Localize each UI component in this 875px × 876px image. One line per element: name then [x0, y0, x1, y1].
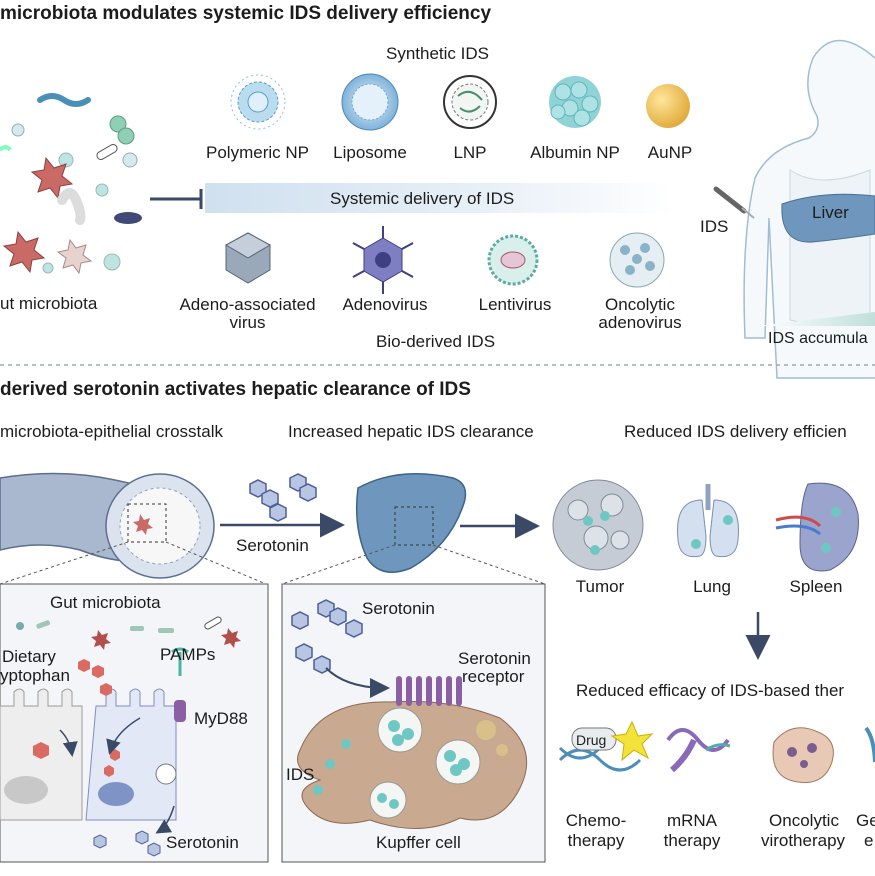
therapy-gene-2: e	[864, 831, 874, 850]
gutbox-myd88-label: MyD88	[194, 709, 248, 728]
organ-label-spleen: Spleen	[789, 577, 843, 596]
increased-clearance-heading: Increased hepatic IDS clearance	[288, 422, 534, 441]
aunp-icon	[646, 84, 690, 128]
bio-derived-ids-heading: Bio-derived IDS	[376, 332, 496, 351]
human-body-illustration	[713, 39, 875, 379]
synthetic-label-liposome: Liposome	[333, 143, 407, 162]
gene-therapy-icon-partial	[864, 726, 875, 763]
bio-label-oncolytic-2: adenovirus	[598, 313, 682, 332]
synthetic-label-albumin: Albumin NP	[530, 143, 620, 162]
ids-accumulation-wedge	[758, 312, 875, 326]
synthetic-label-aunp: AuNP	[647, 143, 693, 162]
zoom-lines	[0, 541, 546, 585]
serotonin-molecules	[249, 473, 317, 522]
reduced-efficacy-heading: Reduced efficacy of IDS-based ther	[576, 681, 845, 700]
intestine-illustration	[0, 472, 215, 579]
receptor-label-1: Serotonin	[458, 649, 531, 668]
serotonin-arrow-label: Serotonin	[236, 536, 309, 555]
gutbox-dietary-label: Dietary	[2, 647, 56, 666]
gutbox-microbiota-label: Gut microbiota	[50, 593, 161, 612]
polymeric-np-icon	[230, 74, 286, 130]
chemotherapy-icon	[558, 720, 654, 772]
mrna-therapy-icon	[666, 728, 731, 773]
synthetic-ids-heading: Synthetic IDS	[386, 44, 489, 63]
systemic-delivery-band	[150, 183, 675, 213]
synthetic-label-lnp: LNP	[453, 143, 487, 162]
panel-a-title: microbiota modulates systemic IDS delive…	[0, 3, 492, 24]
bio-label-aav-1: Adeno-associated	[179, 295, 316, 314]
liposome-icon	[341, 73, 399, 131]
ids-accumulation-label: IDS accumula	[768, 330, 868, 347]
liver-illustration	[355, 473, 467, 573]
drug-label: Drug	[576, 732, 607, 748]
receptor-label-2: receptor	[462, 667, 525, 686]
gutbox-tryptophan-label: yptophan	[0, 666, 70, 685]
panel-b-title: derived serotonin activates hepatic clea…	[0, 379, 471, 400]
organ-label-lung: Lung	[693, 577, 731, 596]
therapy-mrna-2: therapy	[663, 831, 721, 850]
lung-illustration	[677, 484, 739, 558]
reduced-delivery-heading: Reduced IDS delivery efficien	[624, 422, 847, 441]
therapy-onco-1: Oncolytic	[769, 811, 839, 830]
therapy-mrna-1: mRNA	[666, 811, 718, 830]
therapy-chemo-1: Chemo-	[565, 811, 627, 830]
therapy-onco-2: virotherapy	[760, 831, 846, 850]
bio-label-oncolytic-1: Oncolytic	[605, 295, 675, 314]
therapy-gene-1: Ge	[856, 811, 875, 830]
kupffer-cell-label: Kupffer cell	[376, 833, 461, 852]
gut-epithelium-box	[0, 583, 269, 863]
bio-label-aav-2: virus	[229, 313, 266, 332]
albumin-np-icon	[549, 76, 601, 128]
oncolytic-adenovirus-icon	[609, 232, 665, 288]
liver-label: Liver	[812, 203, 849, 222]
lentivirus-icon	[487, 234, 539, 286]
spleen-illustration	[775, 482, 859, 572]
gutbox-serotonin-label: Serotonin	[166, 833, 239, 852]
adenovirus-icon	[352, 226, 414, 294]
kupffer-serotonin-label: Serotonin	[362, 599, 435, 618]
gut-microbiota-illustration	[0, 93, 142, 275]
oncolytic-virotherapy-icon	[772, 727, 834, 784]
bio-label-lentivirus: Lentivirus	[478, 295, 552, 314]
kupffer-ids-label: IDS	[286, 765, 315, 784]
therapy-chemo-2: therapy	[567, 831, 625, 850]
lnp-icon	[443, 75, 497, 129]
crosstalk-heading: microbiota-epithelial crosstalk	[0, 422, 223, 441]
aav-icon	[224, 232, 272, 284]
ids-injection-label: IDS	[700, 217, 729, 236]
gut-microbiota-label: ut microbiota	[0, 294, 98, 313]
kupffer-box	[281, 583, 546, 863]
tumor-illustration	[552, 479, 644, 571]
organ-label-tumor: Tumor	[575, 577, 625, 596]
synthetic-label-polymeric: Polymeric NP	[206, 143, 309, 162]
systemic-delivery-label: Systemic delivery of IDS	[330, 189, 515, 208]
gutbox-pamps-label: PAMPs	[160, 645, 216, 664]
bio-label-adenovirus: Adenovirus	[342, 295, 428, 314]
